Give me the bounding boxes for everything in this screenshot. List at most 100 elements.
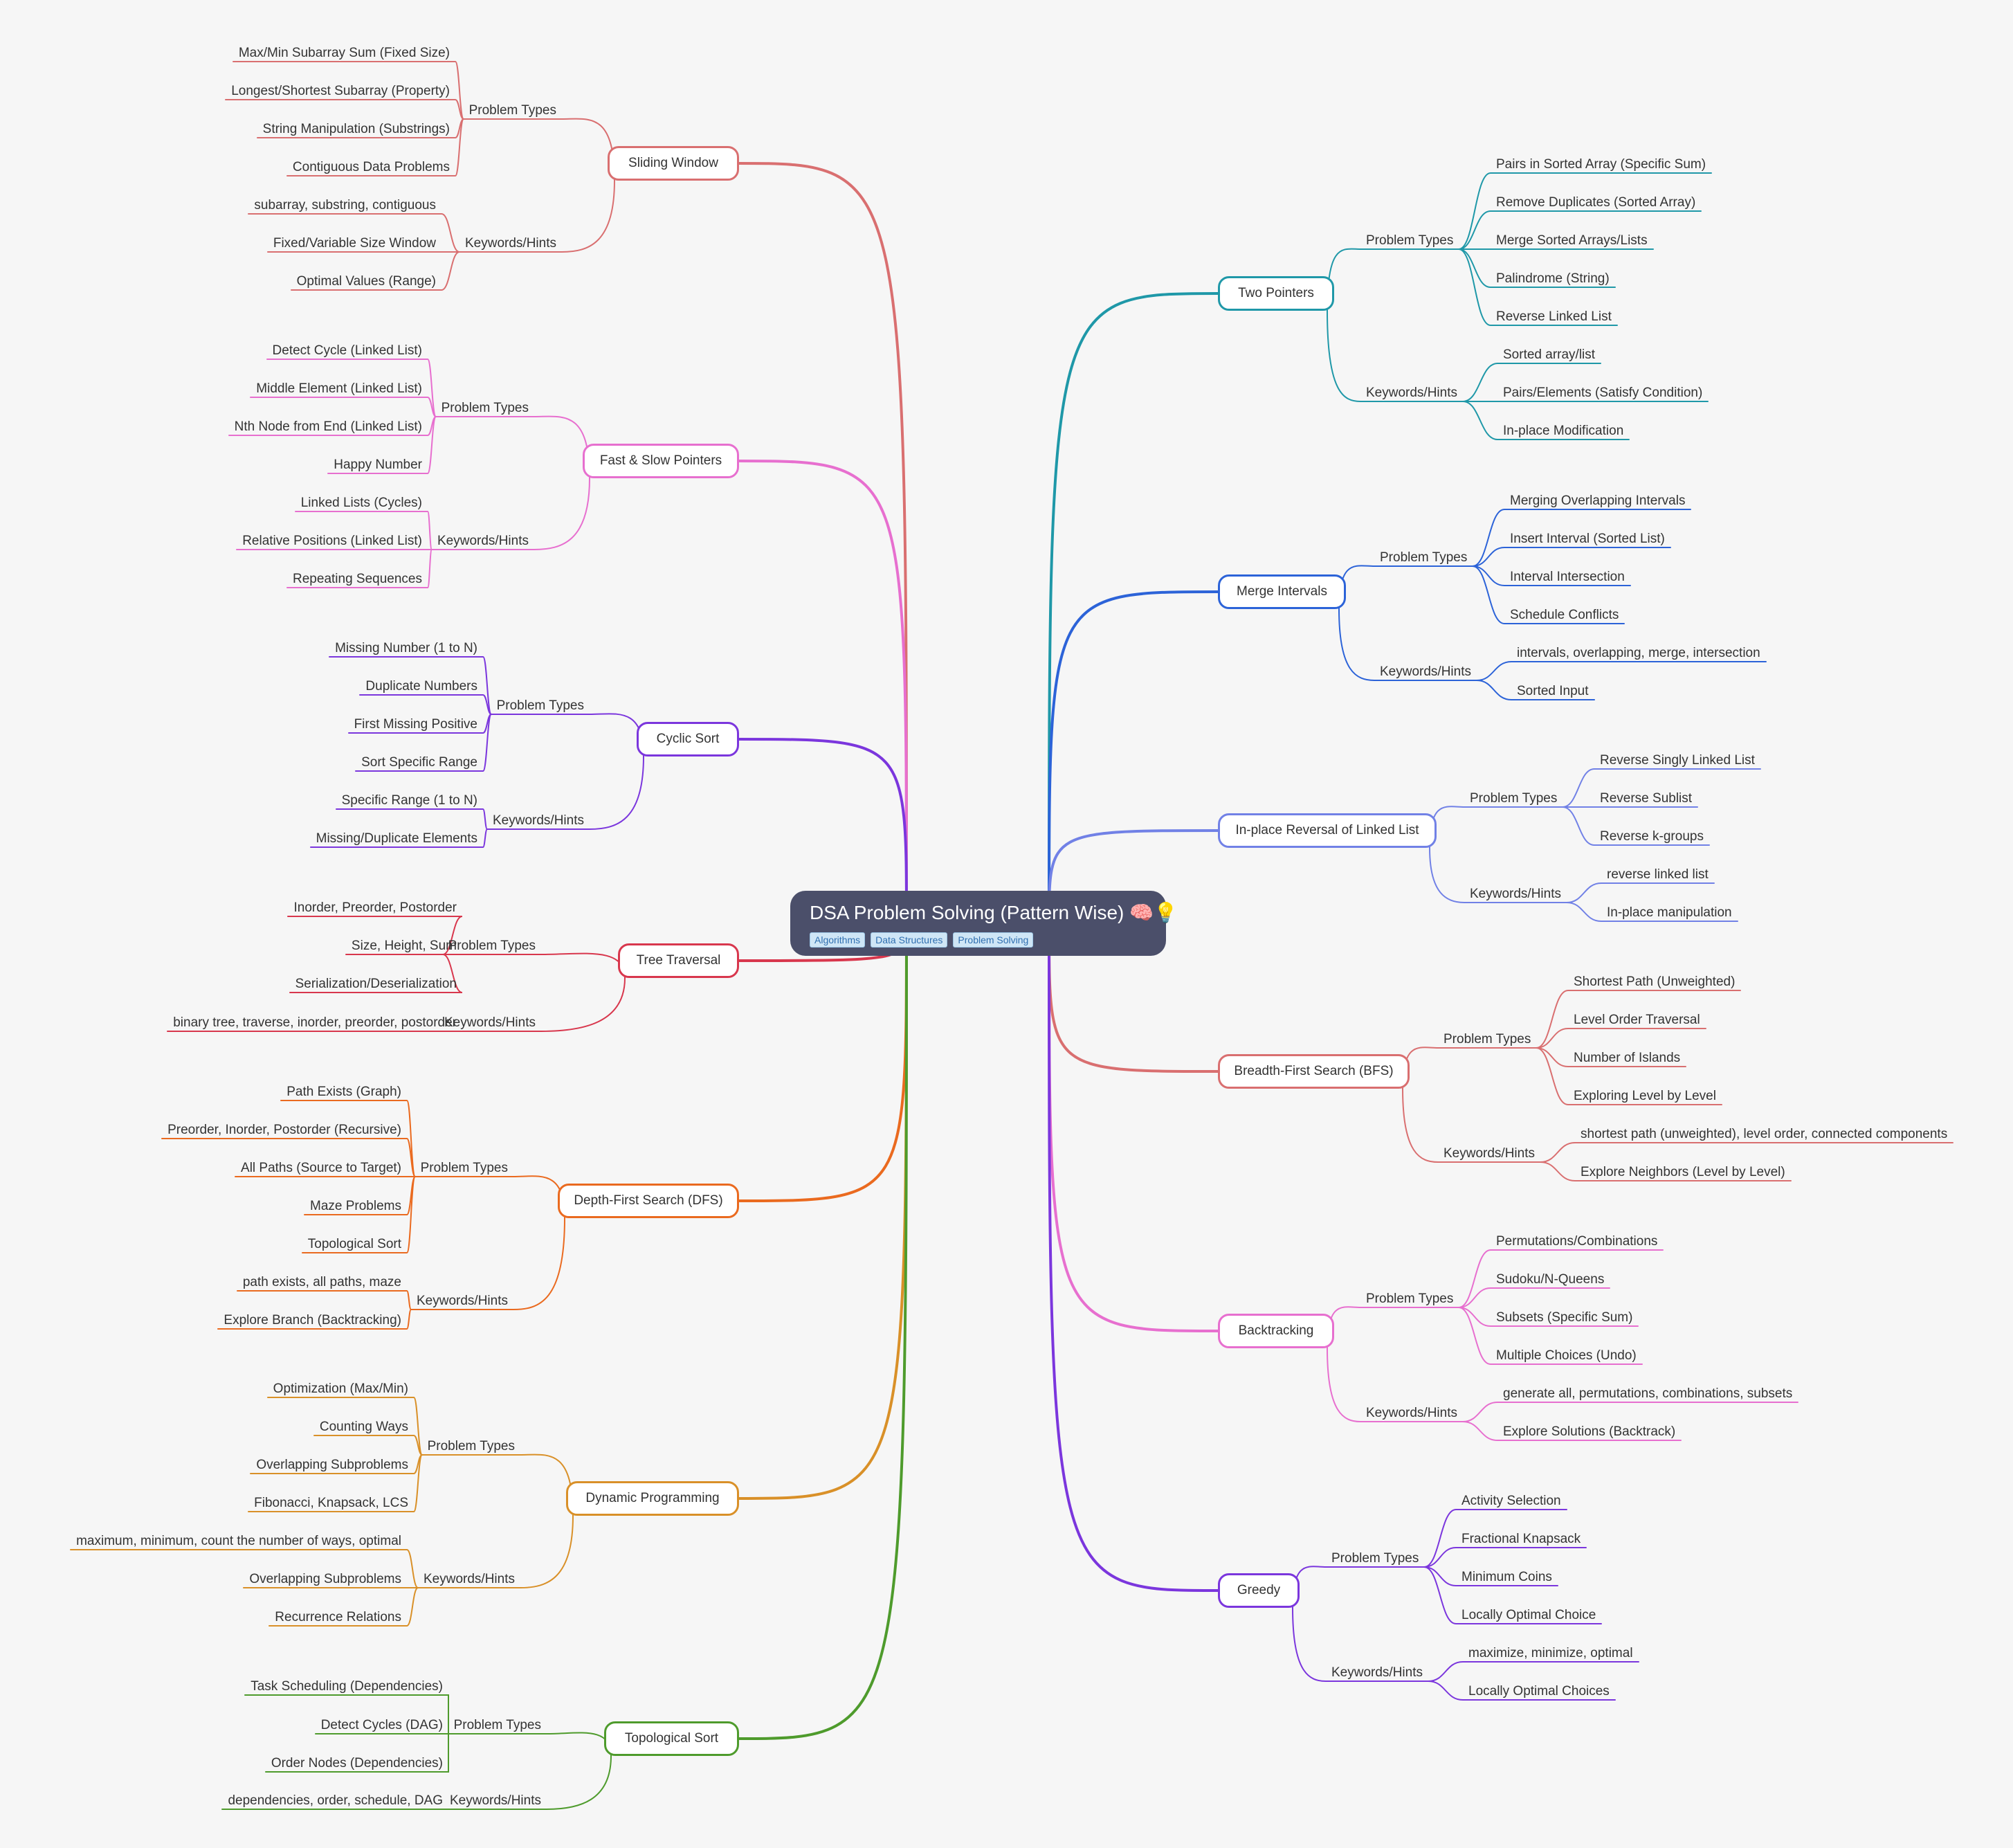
branch-node-cyclic-sort[interactable]: Cyclic Sort <box>637 722 739 757</box>
branch-node-topological-sort[interactable]: Topological Sort <box>604 1721 739 1756</box>
group-link <box>1327 248 1459 311</box>
group-label: Keywords/Hints <box>423 1572 515 1586</box>
leaf-item: Reverse Sublist <box>1600 791 1693 806</box>
leaf-item: All Paths (Source to Target) <box>241 1161 401 1175</box>
leaf-link <box>1536 1047 1686 1067</box>
leaf-item: Longest/Shortest Subarray (Property) <box>231 84 450 98</box>
branch-node-tree-traversal[interactable]: Tree Traversal <box>618 943 739 978</box>
tag-problem-solving[interactable]: Problem Solving <box>953 932 1034 948</box>
leaf-item: Interval Intersection <box>1510 570 1625 584</box>
branch-link-sliding-window <box>738 162 908 925</box>
leaf-link <box>1566 902 1738 922</box>
group-link <box>444 1755 612 1810</box>
group-label: Keywords/Hints <box>444 1015 536 1030</box>
leaf-link <box>1536 1047 1722 1105</box>
group-label: Keywords/Hints <box>493 813 584 828</box>
branch-link-greedy <box>1048 922 1219 1592</box>
branch-node-in-place-reversal[interactable]: In-place Reversal of Linked List <box>1218 813 1437 848</box>
leaf-item: Locally Optimal Choice <box>1461 1608 1596 1622</box>
leaf-item: Task Scheduling (Dependencies) <box>251 1679 443 1694</box>
leaf-item: Topological Sort <box>307 1237 401 1251</box>
group-label: Problem Types <box>496 698 584 713</box>
branch-node-sliding-window[interactable]: Sliding Window <box>608 146 739 181</box>
branch-node-fast-slow-pointers[interactable]: Fast & Slow Pointers <box>583 444 739 478</box>
group-link <box>415 1175 565 1219</box>
leaf-item: Sorted Input <box>1517 684 1589 698</box>
group-link <box>459 180 615 253</box>
leaf-item: Maze Problems <box>310 1199 401 1213</box>
leaf-item: In-place Modification <box>1503 424 1624 438</box>
leaf-item: Pairs in Sorted Array (Specific Sum) <box>1496 157 1706 172</box>
group-link <box>410 1217 565 1310</box>
group-label: Problem Types <box>1443 1032 1531 1047</box>
group-link <box>1327 1348 1464 1422</box>
group-label: Problem Types <box>427 1439 515 1453</box>
leaf-link <box>355 714 492 772</box>
leaf-item: path exists, all paths, maze <box>242 1275 401 1289</box>
group-label: Keywords/Hints <box>1380 664 1471 679</box>
leaf-link <box>265 1733 449 1773</box>
leaf-item: Linked Lists (Cycles) <box>300 496 422 510</box>
leaf-item: Subsets (Specific Sum) <box>1496 1310 1633 1325</box>
leaf-link <box>217 1309 412 1330</box>
group-link <box>491 713 644 757</box>
leaf-link <box>237 1290 412 1310</box>
leaf-item: Repeating Sequences <box>293 572 422 586</box>
leaf-item: intervals, overlapping, merge, intersect… <box>1517 646 1760 660</box>
leaf-item: Palindrome (String) <box>1496 271 1610 286</box>
branch-link-dfs <box>738 922 908 1202</box>
branch-node-dfs[interactable]: Depth-First Search (DFS) <box>558 1184 739 1218</box>
leaf-item: Merging Overlapping Intervals <box>1510 493 1686 508</box>
branch-link-cyclic-sort <box>738 738 908 925</box>
leaf-item: reverse linked list <box>1607 867 1709 882</box>
leaf-item: Locally Optimal Choices <box>1468 1684 1610 1698</box>
group-link <box>448 1732 612 1757</box>
leaf-item: Fixed/Variable Size Window <box>273 236 436 251</box>
leaf-link <box>1423 1547 1587 1568</box>
tag-algorithms[interactable]: Algorithms <box>810 932 866 948</box>
leaf-item: Merge Sorted Arrays/Lists <box>1496 233 1648 248</box>
group-link <box>421 1453 574 1516</box>
leaf-item: Missing Number (1 to N) <box>335 641 477 655</box>
leaf-item: Detect Cycle (Linked List) <box>272 343 422 358</box>
leaf-item: Explore Neighbors (Level by Level) <box>1581 1165 1785 1179</box>
leaf-item: String Manipulation (Substrings) <box>262 122 450 136</box>
branch-node-merge-intervals[interactable]: Merge Intervals <box>1218 574 1346 609</box>
leaf-link <box>1458 210 1702 250</box>
leaf-item: Overlapping Subproblems <box>249 1572 401 1586</box>
leaf-item: maximum, minimum, count the number of wa… <box>76 1534 401 1548</box>
group-label: Problem Types <box>468 103 556 118</box>
branch-node-greedy[interactable]: Greedy <box>1218 1573 1300 1608</box>
leaf-item: generate all, permutations, combinations… <box>1503 1386 1793 1401</box>
leaf-item: Nth Node from End (Linked List) <box>234 419 422 434</box>
leaf-link <box>70 1549 419 1588</box>
leaf-link <box>310 828 488 848</box>
group-label: Problem Types <box>1366 233 1454 248</box>
leaf-link <box>161 1138 416 1177</box>
leaf-item: Middle Element (Linked List) <box>256 381 422 396</box>
group-label: Keywords/Hints <box>1470 887 1561 901</box>
leaf-link <box>289 954 463 993</box>
group-link <box>1402 1047 1537 1089</box>
leaf-link <box>1566 882 1715 903</box>
group-label: Problem Types <box>1366 1292 1454 1306</box>
group-link <box>486 756 644 830</box>
leaf-item: In-place manipulation <box>1607 905 1732 920</box>
leaf-item: Schedule Conflicts <box>1510 608 1619 622</box>
leaf-link <box>233 61 464 120</box>
leaf-item: Explore Branch (Backtracking) <box>224 1313 401 1328</box>
group-link <box>417 1515 574 1588</box>
tag-data-structures[interactable]: Data Structures <box>871 932 948 948</box>
branch-node-dynamic-programming[interactable]: Dynamic Programming <box>566 1481 739 1516</box>
leaf-link <box>1536 1028 1706 1049</box>
leaf-item: Activity Selection <box>1461 1494 1561 1508</box>
branch-node-backtracking[interactable]: Backtracking <box>1218 1314 1334 1348</box>
branch-node-bfs[interactable]: Breadth-First Search (BFS) <box>1218 1054 1410 1089</box>
leaf-item: dependencies, order, schedule, DAG <box>228 1793 443 1808</box>
branch-node-two-pointers[interactable]: Two Pointers <box>1218 276 1334 311</box>
branch-link-backtracking <box>1048 922 1219 1332</box>
root-node[interactable]: DSA Problem Solving (Pattern Wise) 🧠💡 Al… <box>790 891 1178 956</box>
leaf-link <box>1428 1681 1616 1701</box>
